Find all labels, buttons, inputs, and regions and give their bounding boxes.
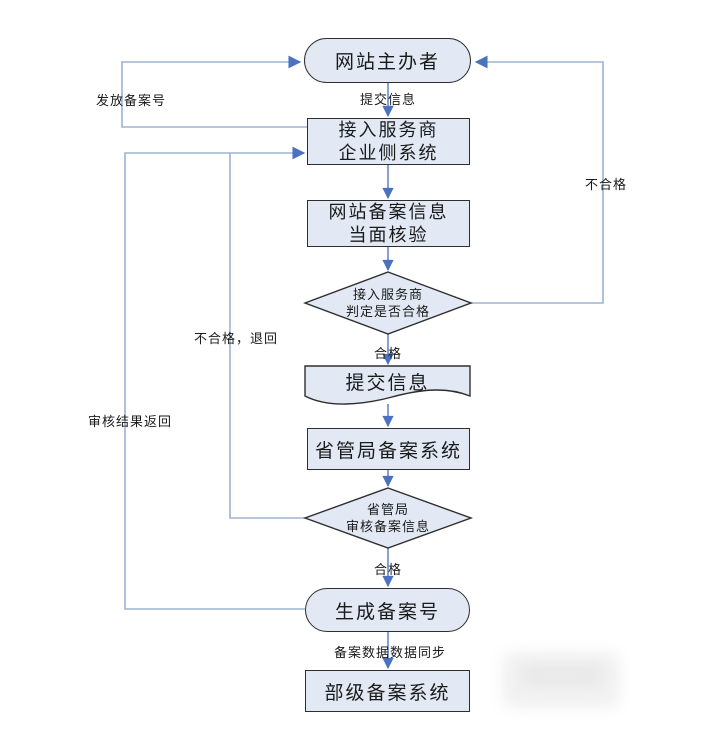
node-label-line1: 接入服务商 (338, 119, 439, 140)
edge-review-result-loop (124, 146, 306, 610)
edge-label-unqualified: 不合格 (585, 177, 628, 192)
node-website-organizer: 网站主办者 (304, 38, 471, 83)
edge-issue-number-loop (121, 55, 307, 128)
edge-label-review-result-return: 审核结果返回 (88, 414, 173, 429)
node-label-line2: 企业侧系统 (338, 142, 439, 163)
edge-label-submit-info: 提交信息 (359, 92, 417, 107)
edge-unqualified-return-loop (229, 153, 305, 519)
edge-label-issue-number: 发放备案号 (96, 93, 167, 108)
node-label-line1: 网站备案信息 (328, 201, 449, 222)
edge-label-unqualified-return: 不合格，退回 (194, 331, 279, 346)
edge-label-qualified-2: 合格 (373, 562, 403, 577)
node-provincial-review-diamond (302, 487, 474, 549)
node-label-line2: 当面核验 (348, 224, 429, 245)
node-label: 网站主办者 (334, 52, 440, 73)
node-ministry-system: 部级备案系统 (305, 670, 470, 712)
node-label: 部级备案系统 (324, 682, 451, 704)
edge-label-qualified-1: 合格 (373, 346, 403, 361)
node-generate-number: 生成备案号 (305, 588, 470, 632)
node-label: 省管局备案系统 (314, 440, 462, 462)
edge-unqualified-loop (471, 55, 604, 304)
node-onsite-verify: 网站备案信息 当面核验 (307, 200, 470, 247)
node-provincial-system: 省管局备案系统 (307, 428, 470, 470)
node-isp-decision-diamond (302, 271, 474, 335)
edge-label-data-sync: 备案数据数据同步 (333, 645, 447, 660)
node-label: 生成备案号 (334, 601, 440, 623)
watermark-smudge-core (520, 664, 604, 686)
node-isp-system: 接入服务商 企业侧系统 (307, 118, 470, 165)
node-submit-doc-shape (304, 365, 471, 405)
